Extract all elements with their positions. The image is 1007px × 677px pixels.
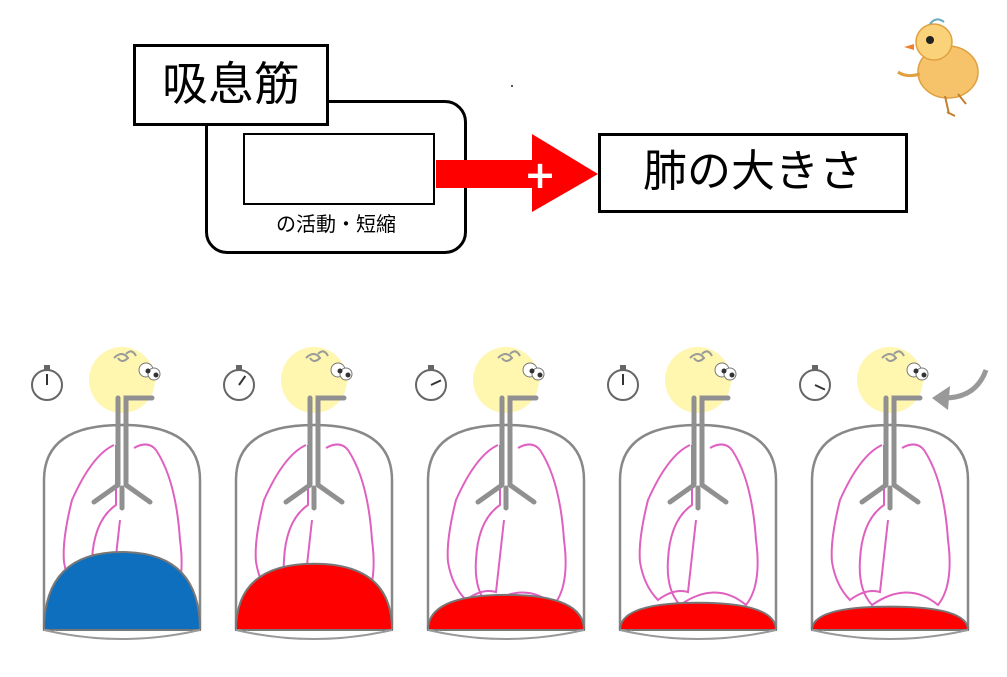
- chick-illustration: [897, 18, 979, 117]
- chest-base: [235, 629, 393, 640]
- chest-outline: [234, 423, 394, 630]
- chest-outline: [618, 423, 778, 630]
- chest-base: [427, 629, 585, 640]
- diaphragm: [42, 550, 202, 631]
- stopwatch-icon: [223, 365, 255, 401]
- activity-label: の活動・短縮: [276, 212, 396, 236]
- chest-base: [811, 629, 969, 640]
- right-lung: [858, 443, 951, 607]
- chest-outline: [810, 423, 970, 630]
- chest-outline: [42, 423, 202, 630]
- airway: [475, 395, 539, 511]
- stray-dot: [511, 85, 513, 87]
- right-lung: [666, 443, 759, 607]
- airway: [283, 395, 347, 511]
- diaphragm: [426, 593, 586, 631]
- lung-size-label: 肺の大きさ: [598, 133, 908, 213]
- airway: [91, 395, 155, 511]
- chest-base: [43, 629, 201, 640]
- plus-arrow-icon: +: [436, 134, 598, 212]
- left-lung: [446, 444, 505, 602]
- breathing-panel-2: [222, 330, 412, 660]
- breathing-panel-3: [414, 330, 604, 660]
- stopwatch-icon: [799, 365, 831, 401]
- stopwatch-icon: [607, 365, 639, 401]
- diaphragm: [618, 601, 778, 631]
- airway: [667, 395, 731, 511]
- right-lung: [474, 443, 567, 607]
- breathing-panel-5: [798, 330, 989, 660]
- diaphragm: [234, 562, 394, 631]
- inhale-arrowhead-icon: [932, 386, 950, 410]
- breathing-panel-4: [606, 330, 796, 660]
- airway: [859, 395, 923, 511]
- breathing-panel-1: [30, 330, 220, 660]
- plus-sign: +: [524, 153, 556, 197]
- muscle-title: 吸息筋: [133, 44, 329, 126]
- blank-answer-box: [243, 133, 435, 205]
- stopwatch-icon: [31, 365, 63, 401]
- left-lung: [830, 444, 889, 602]
- chest-outline: [426, 423, 586, 630]
- left-lung: [638, 444, 697, 602]
- diaphragm: [810, 605, 970, 631]
- inhale-arrow-icon: [943, 369, 989, 401]
- stopwatch-icon: [415, 365, 447, 401]
- chest-base: [619, 629, 777, 640]
